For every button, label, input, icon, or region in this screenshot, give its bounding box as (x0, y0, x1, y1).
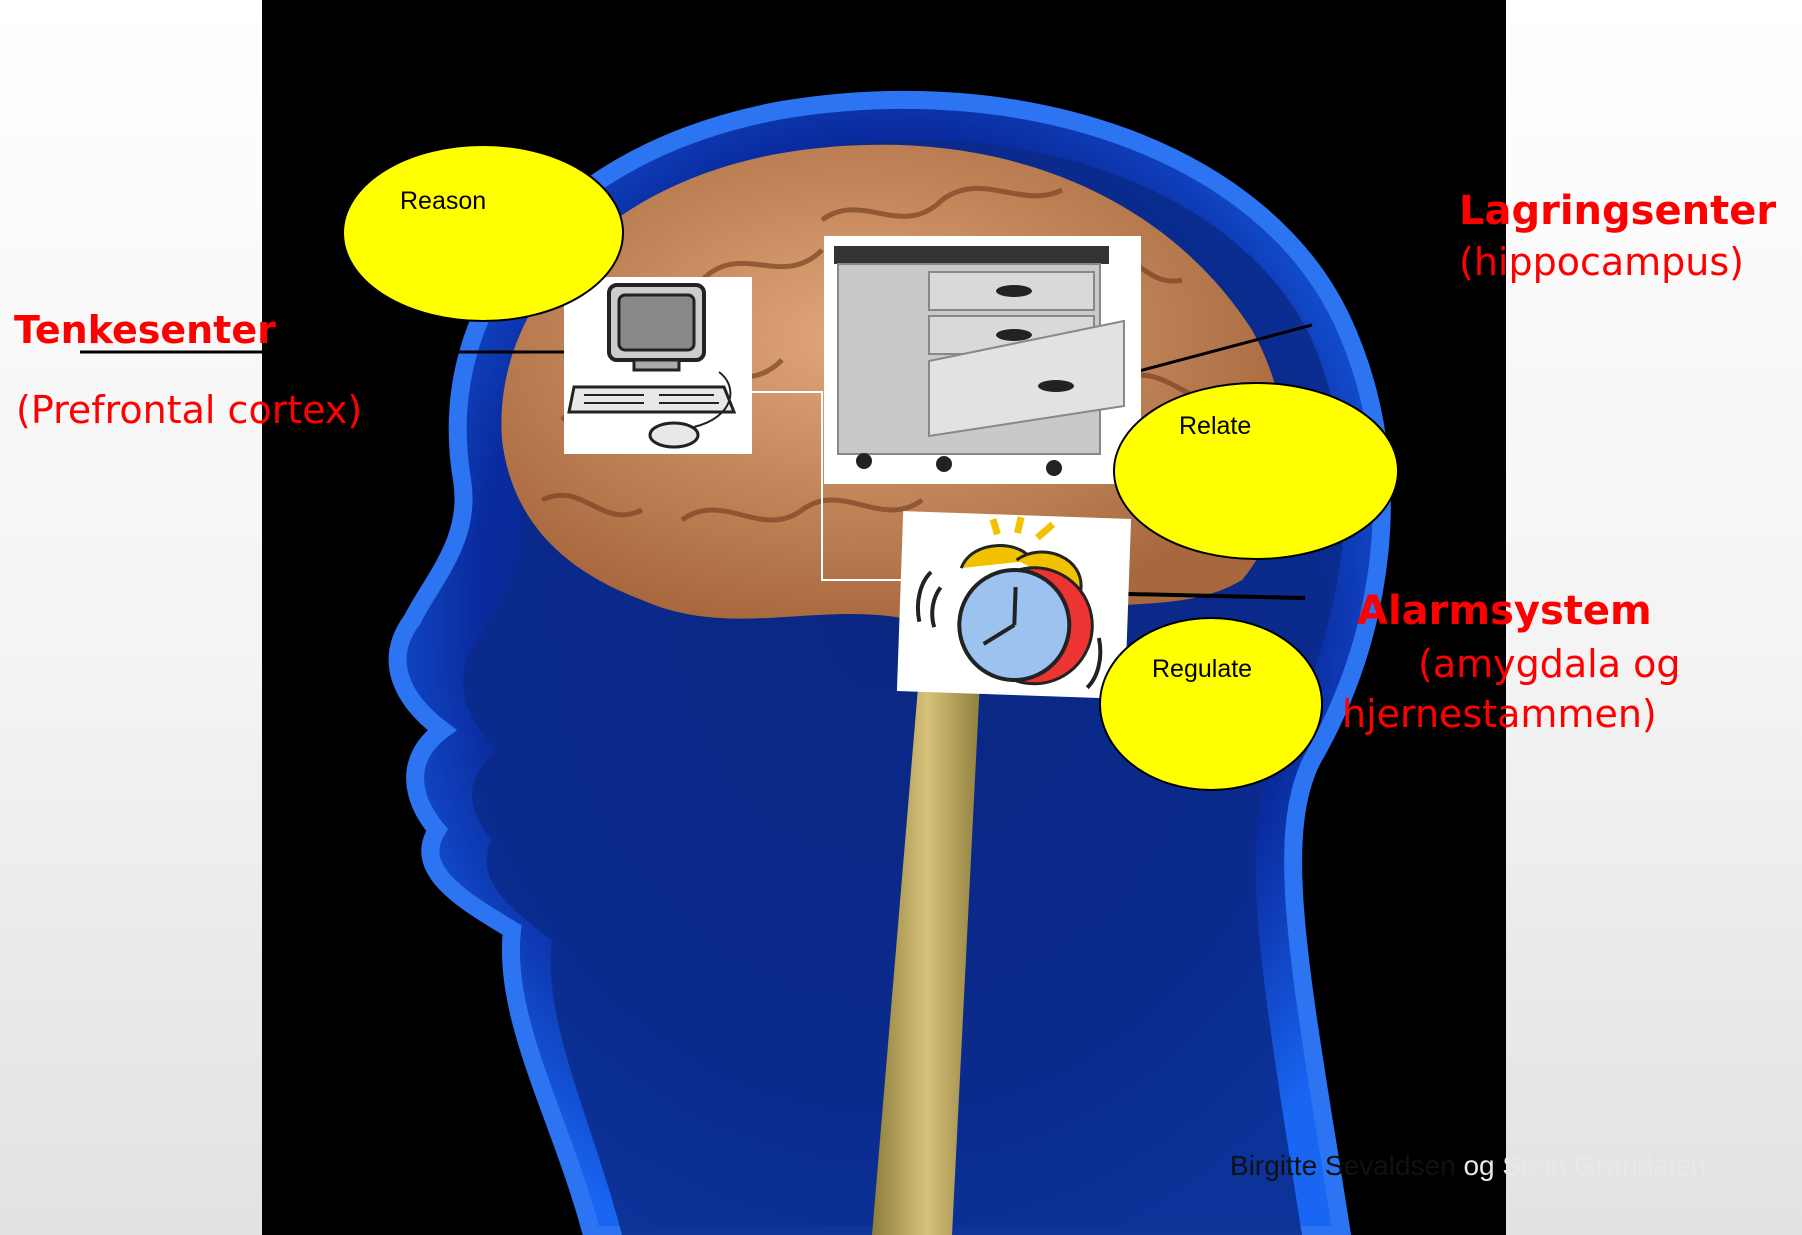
alarm-system-subtitle-line1: (amygdala og (1418, 642, 1680, 686)
credit-part1: Birgitte Sevaldsen (1230, 1150, 1463, 1181)
credit-part2: og Stein Grøndalen (1463, 1150, 1706, 1181)
relate-oval-label: Relate (1179, 412, 1251, 441)
reason-oval-label: Reason (400, 187, 486, 216)
alarm-system-title: Alarmsystem (1357, 588, 1652, 634)
thinking-center-subtitle: (Prefrontal cortex) (16, 388, 362, 432)
storage-center-title: Lagringsenter (1459, 188, 1776, 234)
storage-center-subtitle: (hippocampus) (1459, 240, 1744, 284)
author-credit: Birgitte Sevaldsen og Stein Grøndalen (1230, 1150, 1706, 1182)
alarm-system-subtitle-line2: hjernestammen) (1342, 692, 1657, 736)
regulate-oval-label: Regulate (1152, 655, 1252, 684)
thinking-center-title: Tenkesenter (14, 308, 276, 352)
